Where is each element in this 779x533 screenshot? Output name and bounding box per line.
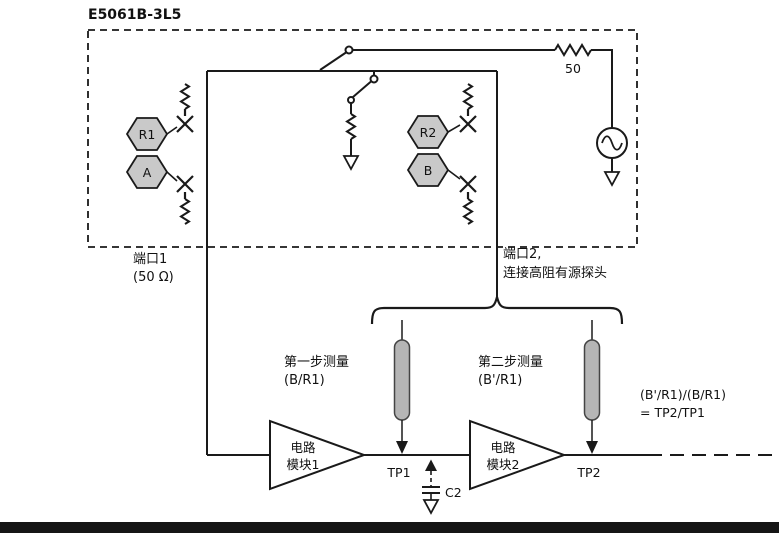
hexagon-a-label: A [143, 165, 152, 180]
signal-source [596, 127, 628, 159]
capacitor-label: C2 [445, 485, 462, 500]
cap-up-arrow-icon [425, 459, 437, 471]
module2-label-line2: 模块2 [487, 457, 520, 472]
mixer-marks [166, 109, 477, 199]
hexagon-b-label: B [424, 163, 433, 178]
dut-modules [269, 419, 567, 491]
switch2-throw-contact [347, 96, 355, 104]
ground-icon [422, 499, 440, 515]
step1-label-line1: 第一步测量 [284, 355, 349, 370]
wire-source-corner [591, 49, 613, 128]
analyzer-dashed-box [87, 29, 638, 248]
switch-section [319, 45, 379, 104]
port2-label-line1: 端口2, [503, 247, 541, 262]
probe-group-brace [370, 296, 624, 325]
bottom-bar [0, 522, 779, 533]
ground-icon [603, 171, 621, 187]
step2-label-line1: 第二步测量 [478, 355, 543, 370]
ground-symbols [342, 155, 621, 515]
hexagon-a [125, 155, 169, 189]
right-chain-resistor-top [462, 83, 474, 110]
hexagon-r2 [406, 115, 450, 149]
mixer-connectors-right [447, 124, 461, 180]
tp1-label: TP1 [386, 465, 410, 480]
capacitor-branch [422, 459, 440, 500]
sine-wave-icon [601, 135, 623, 151]
probe-1 [393, 320, 411, 454]
step2-label-line2: (B'/R1) [478, 373, 522, 388]
switch2-contact [369, 74, 379, 84]
mixer-x-icon [459, 109, 477, 133]
module2-triangle [469, 419, 567, 491]
probe1-body [393, 339, 411, 421]
cap-plates-icon [422, 486, 440, 494]
hexagon-r1 [125, 117, 169, 151]
switch1-arm [319, 51, 347, 71]
source-resistor-50 [554, 43, 592, 57]
step1-label-line2: (B/R1) [284, 373, 325, 388]
port2-label-line2: 连接高阻有源探头 [503, 265, 607, 281]
receiver-hexagons [125, 115, 450, 189]
mixer-x-icon [459, 175, 477, 199]
module1-label-line2: 模块1 [287, 457, 320, 472]
left-chain-resistor-bottom [179, 198, 191, 225]
switch1-contact [344, 45, 354, 55]
ground-icon [342, 155, 360, 171]
mixer-x-icon [176, 109, 194, 133]
probe-2 [583, 320, 601, 454]
switch2-arm [352, 80, 372, 98]
terminator-resistor [345, 113, 357, 140]
result-formula-line2: = TP2/TP1 [640, 405, 705, 420]
diagram-title: E5061B-3L5 [88, 7, 181, 23]
left-chain-resistor-top [179, 83, 191, 110]
port1-label-line1: 端口1 [133, 252, 167, 267]
right-chain-resistor-bottom [462, 198, 474, 225]
probe2-arrow-icon [586, 441, 598, 454]
source-resistor-label: 50 [565, 61, 581, 76]
probe1-arrow-icon [396, 441, 408, 454]
result-formula-line1: (B'/R1)/(B/R1) [640, 387, 726, 402]
hexagon-r1-label: R1 [139, 127, 156, 142]
module1-triangle [269, 419, 367, 491]
probe2-body [583, 339, 601, 421]
tp2-label: TP2 [576, 465, 600, 480]
module2-label-line1: 电路 [490, 440, 516, 455]
module1-label-line1: 电路 [290, 440, 316, 455]
port1-label-line2: (50 Ω) [133, 270, 174, 285]
hexagon-b [406, 153, 450, 187]
resistors [179, 43, 592, 225]
mixer-connectors-left [166, 126, 178, 182]
mixer-x-icon [176, 175, 194, 199]
hexagon-r2-label: R2 [420, 125, 437, 140]
